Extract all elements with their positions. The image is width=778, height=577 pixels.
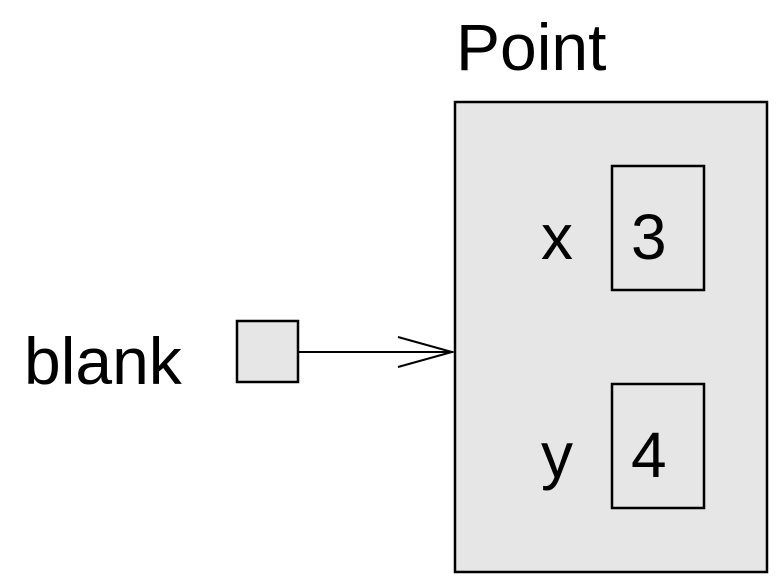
field-y-name: y xyxy=(541,419,573,491)
variable-name: blank xyxy=(24,324,183,398)
field-y-value-box xyxy=(610,382,706,510)
field-y: y 4 xyxy=(541,382,706,510)
reference-arrow xyxy=(298,336,456,368)
object-class-title: Point xyxy=(456,10,606,84)
field-x-name: x xyxy=(541,201,573,273)
field-x: x 3 xyxy=(541,164,706,292)
variable: blank xyxy=(24,319,300,398)
field-x-value: 3 xyxy=(631,201,667,273)
field-y-value: 4 xyxy=(631,419,667,491)
variable-box xyxy=(235,319,300,384)
field-x-value-box xyxy=(610,164,706,292)
arrow-head xyxy=(397,336,456,368)
